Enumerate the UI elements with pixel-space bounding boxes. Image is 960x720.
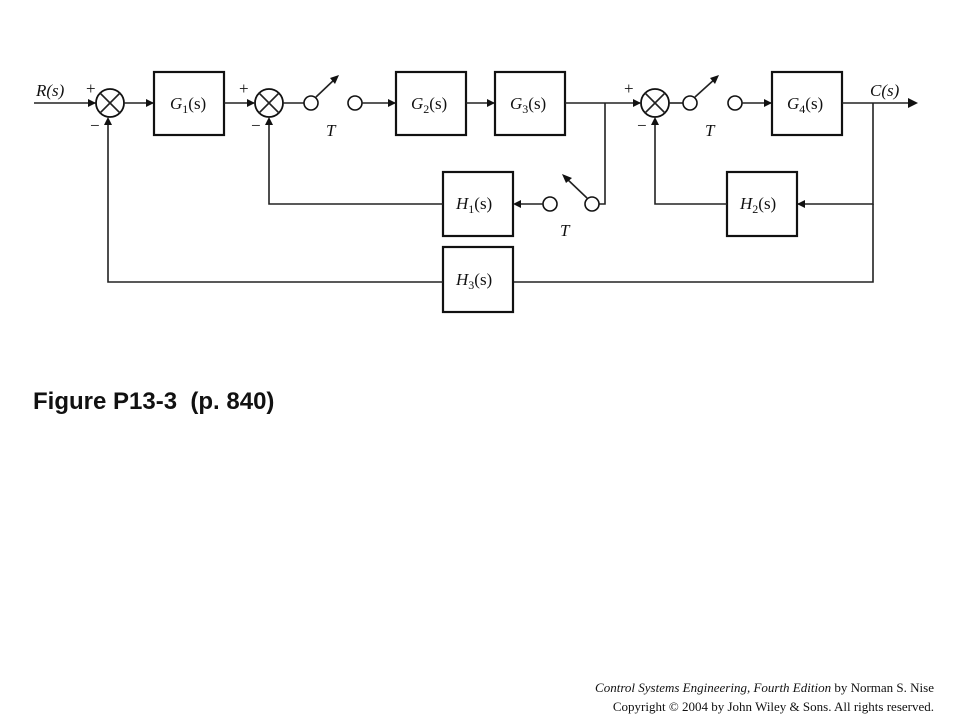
h1-to-sum2-line [268, 119, 443, 205]
arrowhead [633, 99, 641, 107]
h2-to-sum3-line [654, 119, 727, 205]
sampler-1-arrowhead [330, 75, 339, 84]
block-g4-label: G4(s) [787, 94, 823, 116]
figure-number: Figure P13-3 [33, 388, 178, 415]
sampler-2-contact-in [584, 196, 600, 212]
sampler-3-contact-in [682, 95, 698, 111]
h3-feedback-tap [513, 204, 874, 283]
sampler-2-label: T [560, 221, 571, 240]
arrowhead [388, 99, 396, 107]
arrowhead [908, 98, 918, 108]
sum1-minus-sign: − [90, 116, 100, 135]
sum3-cross-b [644, 92, 666, 114]
sum2-cross-b [258, 92, 280, 114]
block-g1-label: G1(s) [170, 94, 206, 116]
sampler-1-contact-in [303, 95, 319, 111]
block-h1 [441, 170, 515, 238]
h3-to-sum1-line [107, 119, 443, 283]
output-label: C(s) [870, 81, 900, 100]
sampler-3-label: T [705, 121, 716, 140]
book-title: Control Systems Engineering, Fourth Edit… [595, 680, 832, 695]
sum3-minus-sign: − [637, 116, 647, 135]
block-g2-label: G2(s) [411, 94, 447, 116]
arrowhead [487, 99, 495, 107]
block-h3-label: H3(s) [455, 270, 492, 292]
credit-line-1: Control Systems Engineering, Fourth Edit… [595, 678, 934, 697]
copyright-notice: Copyright © 2004 by John Wiley & Sons. A… [612, 699, 934, 714]
sampler-1-label: T [326, 121, 337, 140]
block-h3 [441, 245, 515, 314]
input-label: R(s) [35, 81, 65, 100]
arrowhead [513, 200, 521, 208]
sampler-3-arrowhead [710, 75, 719, 84]
sum3-plus-sign: + [624, 79, 634, 98]
arrowhead [764, 99, 772, 107]
sampler-2-contact-out [542, 196, 558, 212]
sum2-plus-sign: + [239, 79, 249, 98]
sampler-1-contact-out [347, 95, 363, 111]
arrowhead [797, 200, 805, 208]
arrowhead [247, 99, 255, 107]
block-g4 [770, 70, 844, 137]
arrowhead [146, 99, 154, 107]
sampler-3-arm [694, 77, 717, 98]
arrowhead [265, 117, 273, 125]
figure-caption: Figure P13-3 (p. 840) [33, 388, 274, 416]
sampler-2-arm [565, 177, 588, 199]
sum2-minus-sign: − [251, 116, 261, 135]
block-g3-label: G3(s) [510, 94, 546, 116]
sum1-plus-sign: + [86, 79, 96, 98]
block-h1-label: H1(s) [455, 194, 492, 216]
book-credit: Control Systems Engineering, Fourth Edit… [595, 678, 934, 716]
h1-feedback-tap [599, 103, 606, 205]
figure-page: (p. 840) [190, 388, 275, 415]
sampler-3-contact-out [727, 95, 743, 111]
sampler-2-arrowhead [562, 174, 572, 183]
block-h2-label: H2(s) [739, 194, 776, 216]
book-author: by Norman S. Nise [831, 680, 934, 695]
sum1-cross-b [99, 92, 121, 114]
arrowhead [651, 117, 659, 125]
arrowhead [88, 99, 96, 107]
block-g1 [152, 70, 226, 137]
arrowhead [104, 117, 112, 125]
